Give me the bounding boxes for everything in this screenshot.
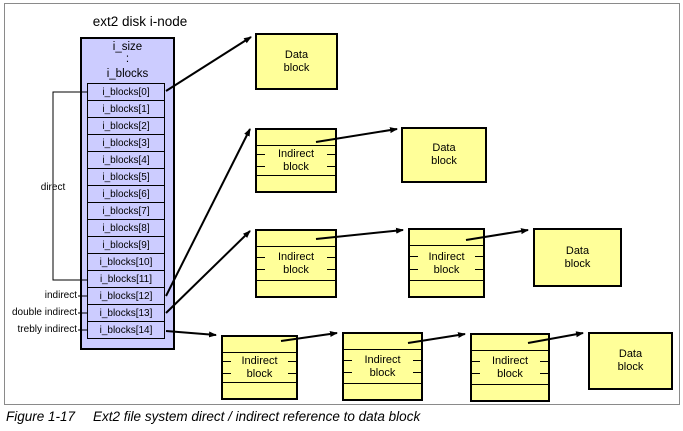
- inode-row-4: i_blocks[4]: [87, 151, 165, 169]
- inode-row-14: i_blocks[14]: [87, 321, 165, 339]
- block-label-wrap: Indirect block: [472, 351, 548, 385]
- block-label-wrap: Indirect block: [410, 246, 483, 281]
- diagram-title: ext2 disk i-node: [92, 14, 188, 29]
- inode-field-isize: i_size: [112, 41, 143, 53]
- block-label: Indirect block: [277, 148, 315, 173]
- indirect-block-single: Indirect block: [255, 128, 337, 193]
- row-tick: [472, 373, 480, 375]
- inode-row-2: i_blocks[2]: [87, 117, 165, 135]
- label-trebly-indirect: trebly indirect: [17, 324, 77, 335]
- block-label-wrap: Indirect block: [257, 247, 335, 281]
- row-tick: [327, 165, 335, 167]
- inode-row-5: i_blocks[5]: [87, 168, 165, 186]
- indirect-block-double-2: Indirect block: [408, 228, 485, 298]
- block-divider: [472, 384, 548, 385]
- figure-caption-text: Ext2 file system direct / indirect refer…: [93, 409, 421, 424]
- data-block-direct: Data block: [255, 33, 338, 90]
- label-direct: direct: [40, 182, 66, 193]
- figure-caption-number: Figure 1-17: [6, 409, 76, 424]
- block-label: Indirect block: [491, 355, 529, 380]
- block-divider: [472, 350, 548, 351]
- block-divider: [257, 175, 335, 176]
- block-divider: [344, 383, 421, 384]
- inode-row-13: i_blocks[13]: [87, 304, 165, 322]
- inode-ellipsis: :: [125, 53, 130, 65]
- block-divider: [223, 352, 296, 353]
- indirect-block-trebly-3: Indirect block: [470, 333, 550, 402]
- row-tick: [327, 269, 335, 271]
- block-divider: [257, 246, 335, 247]
- indirect-block-double-1: Indirect block: [255, 229, 337, 298]
- row-tick: [223, 361, 231, 363]
- row-tick: [413, 372, 421, 374]
- block-label: Data block: [617, 348, 644, 373]
- row-tick: [257, 257, 265, 258]
- block-divider: [410, 245, 483, 246]
- block-label: Indirect block: [277, 251, 315, 276]
- inode-rows: i_blocks[0] i_blocks[1] i_blocks[2] i_bl…: [87, 83, 165, 339]
- block-label: Indirect block: [241, 355, 278, 380]
- block-divider: [344, 349, 421, 350]
- row-tick: [288, 372, 296, 374]
- data-block-single-indirect: Data block: [401, 127, 487, 183]
- block-divider: [223, 382, 296, 383]
- inode-row-0: i_blocks[0]: [87, 83, 165, 101]
- block-divider: [410, 280, 483, 281]
- block-label: Indirect block: [364, 354, 401, 379]
- indirect-block-trebly-2: Indirect block: [342, 332, 423, 401]
- block-label: Indirect block: [428, 250, 465, 276]
- data-block-double-indirect: Data block: [533, 228, 622, 287]
- inode-row-8: i_blocks[8]: [87, 219, 165, 237]
- inode-row-3: i_blocks[3]: [87, 134, 165, 152]
- row-tick: [257, 269, 265, 271]
- block-label: Data block: [564, 244, 591, 270]
- block-divider: [257, 145, 335, 146]
- row-tick: [288, 361, 296, 363]
- row-tick: [475, 268, 483, 270]
- block-label-wrap: Indirect block: [344, 350, 421, 384]
- row-tick: [327, 257, 335, 258]
- row-tick: [327, 154, 335, 156]
- row-tick: [540, 361, 548, 362]
- block-label: Data block: [431, 142, 457, 167]
- indirect-block-trebly-1: Indirect block: [221, 335, 298, 400]
- inode-row-1: i_blocks[1]: [87, 100, 165, 118]
- inode-row-10: i_blocks[10]: [87, 253, 165, 271]
- row-tick: [344, 360, 352, 361]
- label-indirect: indirect: [44, 290, 77, 301]
- row-tick: [410, 268, 418, 270]
- data-block-trebly-indirect: Data block: [588, 332, 673, 390]
- inode-row-12: i_blocks[12]: [87, 287, 165, 305]
- row-tick: [413, 360, 421, 361]
- block-divider: [257, 280, 335, 281]
- block-label-wrap: Indirect block: [257, 146, 335, 176]
- inode-field-iblocks: i_blocks: [106, 68, 149, 80]
- inode-row-7: i_blocks[7]: [87, 202, 165, 220]
- row-tick: [344, 372, 352, 374]
- row-tick: [257, 154, 265, 156]
- inode-row-11: i_blocks[11]: [87, 270, 165, 288]
- row-tick: [257, 165, 265, 167]
- block-label: Data block: [283, 48, 310, 74]
- inode-row-9: i_blocks[9]: [87, 236, 165, 254]
- block-label-wrap: Indirect block: [223, 353, 296, 383]
- row-tick: [540, 373, 548, 375]
- row-tick: [223, 372, 231, 374]
- row-tick: [475, 256, 483, 258]
- label-double-indirect: double indirect: [11, 307, 77, 318]
- inode-row-6: i_blocks[6]: [87, 185, 165, 203]
- figure-caption: Figure 1-17 Ext2 file system direct / ind…: [6, 409, 420, 424]
- row-tick: [472, 361, 480, 362]
- row-tick: [410, 256, 418, 258]
